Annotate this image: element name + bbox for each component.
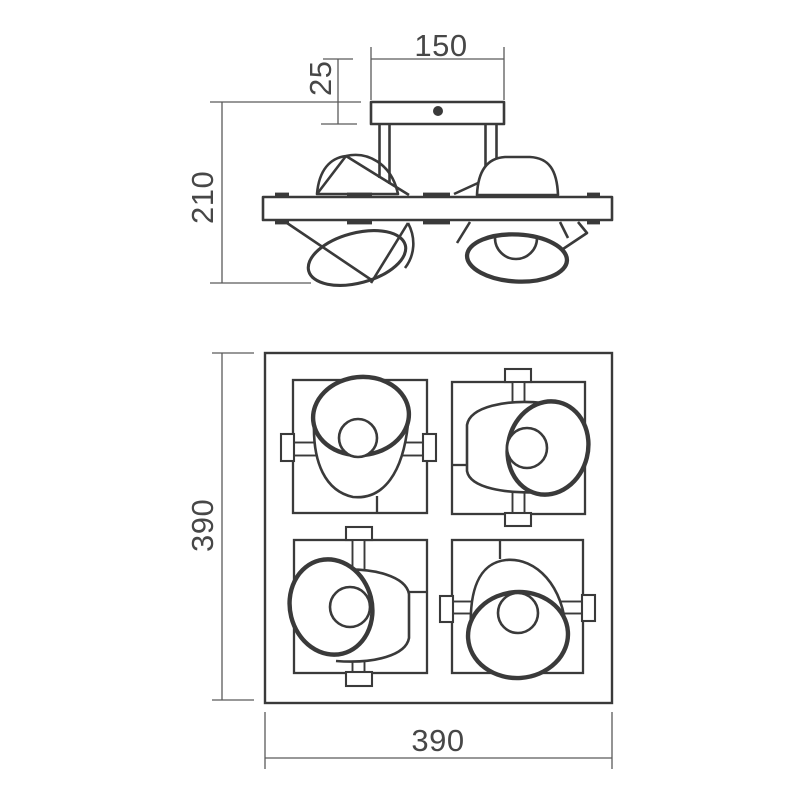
- dim-canopy-thickness: 25: [303, 58, 357, 125]
- bulb-arc: [493, 237, 539, 261]
- quadrant-bottom-left: [287, 525, 429, 688]
- shade-rim: [464, 232, 570, 284]
- pivot-tab: [580, 593, 597, 623]
- frame-tab: [275, 192, 289, 198]
- mounting-hole-dot: [433, 106, 443, 116]
- bulb: [505, 426, 549, 470]
- yoke-strut: [562, 221, 589, 251]
- pivot-tab: [279, 432, 296, 463]
- pivot-tab: [438, 594, 455, 624]
- yoke-strut: [453, 181, 479, 196]
- bulb: [337, 417, 379, 459]
- shade-dome: [475, 155, 560, 197]
- shade-edge: [558, 221, 570, 239]
- shade-dome: [315, 153, 400, 196]
- spotlight-right-elevation: [455, 124, 589, 284]
- spotlight-left-elevation: [286, 124, 479, 287]
- frame-tab: [347, 219, 372, 225]
- pivot-tab: [344, 670, 374, 688]
- shade-edge: [369, 222, 410, 284]
- shade-edge: [403, 222, 415, 269]
- plan-outer-frame: [263, 351, 614, 705]
- shade-rim: [306, 229, 408, 287]
- plan-view: 390 390: [185, 351, 614, 769]
- frame-tab: [347, 192, 372, 198]
- quadrant-top-right: [450, 367, 591, 528]
- frame-tab: [423, 192, 450, 198]
- frame-tab: [275, 219, 289, 225]
- pivot-tab: [344, 525, 374, 542]
- elevation-view: 150 25 210: [185, 28, 614, 287]
- dim-value-overall-height: 210: [185, 171, 220, 224]
- bulb: [328, 585, 372, 629]
- dim-overall-depth: 390: [185, 352, 254, 701]
- bulb: [496, 591, 540, 635]
- shade-fold-line: [345, 154, 410, 197]
- frame-tab: [423, 219, 450, 225]
- pivot-tab: [421, 432, 438, 463]
- dim-value-overall-width: 390: [411, 723, 464, 758]
- dim-canopy-width: 150: [370, 28, 505, 100]
- pivot-tab: [503, 367, 533, 384]
- pivot-tab: [503, 511, 533, 528]
- frame-tab: [587, 219, 600, 225]
- frame-tab: [587, 192, 600, 198]
- dim-value-canopy-thickness: 25: [303, 61, 338, 96]
- dim-overall-height: 210: [185, 101, 361, 284]
- dim-overall-width: 390: [264, 712, 613, 769]
- shade-fold-line: [315, 155, 348, 195]
- quadrant-bottom-right: [438, 538, 597, 681]
- dim-value-overall-depth: 390: [185, 499, 220, 552]
- quadrant-top-left: [279, 374, 438, 515]
- shade-edge: [286, 221, 374, 283]
- frame-bar-elevation: [261, 192, 614, 225]
- frame-bar: [261, 195, 614, 222]
- dim-value-canopy-width: 150: [414, 28, 467, 63]
- shade-edge: [455, 221, 472, 244]
